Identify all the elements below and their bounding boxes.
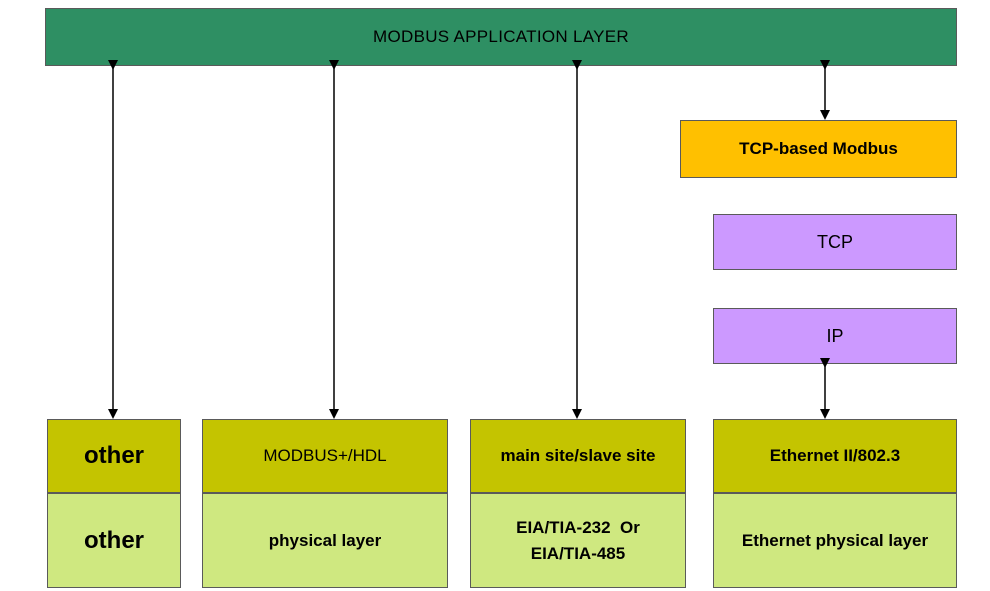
column-3-lower-line-2: EIA/TIA-485 (530, 543, 626, 563)
column-3-upper-label: main site/slave site (500, 446, 656, 465)
column-1-lower-label: other (84, 526, 144, 554)
tcp-box: TCP (713, 214, 957, 270)
column-4-lower-box: Ethernet physical layer (713, 493, 957, 588)
ip-box: IP (713, 308, 957, 364)
column-4-lower-label: Ethernet physical layer (741, 530, 929, 550)
column-1-lower-box: other (47, 493, 181, 588)
column-2-lower-box: physical layer (202, 493, 448, 588)
tcp-based-modbus-box: TCP-based Modbus (680, 120, 957, 178)
modbus-application-layer-label: MODBUS APPLICATION LAYER (373, 27, 629, 46)
column-3-upper-box: main site/slave site (470, 419, 686, 493)
column-4-upper-box: Ethernet II/802.3 (713, 419, 957, 493)
column-2-upper-box: MODBUS+/HDL (202, 419, 448, 493)
column-3-lower-line-1: EIA/TIA-232 Or (516, 518, 640, 537)
column-3-lower-box: EIA/TIA-232 Or EIA/TIA-485 (470, 493, 686, 588)
column-2-upper-label: MODBUS+/HDL (263, 446, 387, 465)
tcp-based-modbus-label: TCP-based Modbus (739, 139, 898, 158)
column-2-lower-label: physical layer (268, 530, 382, 550)
column-1-upper-box: other (47, 419, 181, 493)
tcp-label: TCP (817, 231, 853, 252)
column-4-upper-label: Ethernet II/802.3 (769, 446, 901, 465)
modbus-application-layer: MODBUS APPLICATION LAYER (45, 8, 957, 66)
ip-label: IP (826, 325, 844, 346)
column-1-upper-label: other (84, 442, 144, 469)
